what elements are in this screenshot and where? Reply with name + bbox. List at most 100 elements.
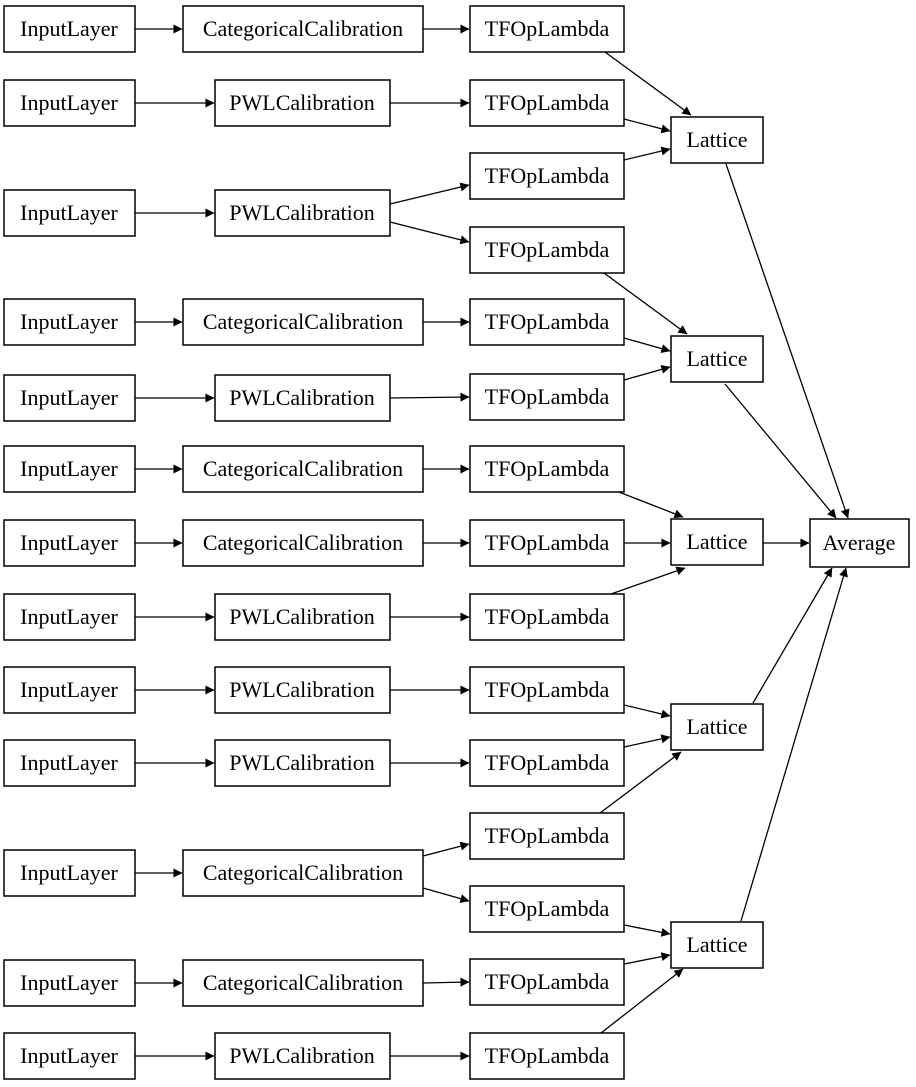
lattice-2-label: Lattice (686, 346, 747, 371)
node-pwl-calibration-2: PWLCalibration (214, 189, 391, 237)
edge-tf2-lattice1 (623, 118, 671, 134)
categorical-calibration-3-label: CategoricalCalibration (203, 456, 403, 481)
node-pwl-calibration-7: PWLCalibration (214, 1032, 391, 1080)
tf-op-lambda-2-box (469, 79, 625, 127)
input-layer-11-box (3, 849, 136, 897)
input-layer-12-box (3, 959, 136, 1007)
tf-op-lambda-9-label: TFOpLambda (485, 604, 610, 629)
tf-op-lambda-4-label: TFOpLambda (485, 237, 610, 262)
pwl-calibration-7-label: PWLCalibration (229, 1043, 374, 1068)
tf-op-lambda-15-box (469, 1032, 625, 1080)
node-pwl-calibration-5: PWLCalibration (214, 666, 391, 714)
input-layer-13-box (3, 1032, 136, 1080)
pwl-calibration-5-label: PWLCalibration (229, 677, 374, 702)
lattice-1-box (670, 116, 764, 164)
edge-lattice1-average (725, 163, 850, 519)
edge-tf13-lattice5 (623, 924, 671, 937)
categorical-calibration-2-label: CategoricalCalibration (203, 309, 403, 334)
input-layer-4-label: InputLayer (20, 309, 118, 334)
pwl-calibration-1-label: PWLCalibration (229, 90, 374, 115)
lattice-2-box (670, 335, 764, 383)
node-input-layer-4: InputLayer (3, 298, 136, 346)
node-pwl-calibration-1: PWLCalibration (214, 79, 391, 127)
tf-op-lambda-12-label: TFOpLambda (485, 823, 610, 848)
tf-op-lambda-5-box (469, 298, 625, 346)
node-pwl-calibration-6: PWLCalibration (214, 739, 391, 787)
node-input-layer-9: InputLayer (3, 666, 136, 714)
pwl-calibration-4-box (214, 593, 391, 641)
node-input-layer-3: InputLayer (3, 189, 136, 237)
input-layer-8-label: InputLayer (20, 604, 118, 629)
node-lattice-4: Lattice (670, 703, 764, 751)
input-layer-1-label: InputLayer (20, 16, 118, 41)
node-tf-op-lambda-2: TFOpLambda (469, 79, 625, 127)
node-categorical-calibration-2: CategoricalCalibration (182, 298, 424, 346)
edge-tf4-lattice2 (603, 272, 688, 335)
input-layer-7-box (3, 519, 136, 567)
tf-op-lambda-14-box (469, 958, 625, 1006)
tf-op-lambda-2-label: TFOpLambda (485, 90, 610, 115)
tf-op-lambda-10-box (469, 666, 625, 714)
node-tf-op-lambda-11: TFOpLambda (469, 739, 625, 787)
tf-op-lambda-10-label: TFOpLambda (485, 677, 610, 702)
input-layer-10-box (3, 739, 136, 787)
edge-lattice5-average (740, 567, 848, 922)
node-input-layer-5: InputLayer (3, 374, 136, 422)
pwl-calibration-6-box (214, 739, 391, 787)
node-lattice-2: Lattice (670, 335, 764, 383)
lattice-5-label: Lattice (686, 932, 747, 957)
average-label: Average (823, 530, 896, 555)
node-tf-op-lambda-15: TFOpLambda (469, 1032, 625, 1080)
categorical-calibration-6-box (182, 959, 424, 1007)
pwl-calibration-2-box (214, 189, 391, 237)
categorical-calibration-6-label: CategoricalCalibration (203, 970, 403, 995)
node-pwl-calibration-4: PWLCalibration (214, 593, 391, 641)
tf-op-lambda-8-box (469, 519, 625, 567)
node-tf-op-lambda-1: TFOpLambda (469, 5, 625, 53)
node-input-layer-10: InputLayer (3, 739, 136, 787)
pwl-calibration-1-box (214, 79, 391, 127)
node-pwl-calibration-3: PWLCalibration (214, 374, 391, 422)
input-layer-3-box (3, 189, 136, 237)
node-categorical-calibration-6: CategoricalCalibration (182, 959, 424, 1007)
input-layer-4-box (3, 298, 136, 346)
tf-op-lambda-15-label: TFOpLambda (485, 1043, 610, 1068)
edge-cal3-tf4 (389, 221, 470, 245)
edge-lattice4-average (752, 567, 833, 704)
edge-cal3-tf3 (389, 182, 470, 205)
pwl-calibration-7-box (214, 1032, 391, 1080)
categorical-calibration-5-box (182, 849, 424, 897)
node-average: Average (809, 518, 910, 568)
edge-cal11-tf13 (422, 887, 470, 904)
input-layer-12-label: InputLayer (20, 970, 118, 995)
edge-cal12-tf14 (422, 977, 470, 987)
input-layer-2-label: InputLayer (20, 90, 118, 115)
lattice-5-box (670, 921, 764, 969)
edge-cal11-tf12 (422, 841, 470, 857)
node-input-layer-13: InputLayer (3, 1032, 136, 1080)
node-tf-op-lambda-8: TFOpLambda (469, 519, 625, 567)
tf-op-lambda-7-box (469, 445, 625, 493)
edge-tf12-lattice4 (599, 751, 682, 814)
tf-op-lambda-8-label: TFOpLambda (485, 530, 610, 555)
input-layer-1-box (3, 5, 136, 53)
input-layer-6-box (3, 445, 136, 493)
tf-op-lambda-13-label: TFOpLambda (485, 896, 610, 921)
node-tf-op-lambda-7: TFOpLambda (469, 445, 625, 493)
edge-tf15-lattice5 (600, 968, 684, 1034)
pwl-calibration-6-label: PWLCalibration (229, 750, 374, 775)
node-tf-op-lambda-4: TFOpLambda (469, 226, 625, 274)
categorical-calibration-1-label: CategoricalCalibration (203, 16, 403, 41)
node-lattice-5: Lattice (670, 921, 764, 969)
node-tf-op-lambda-12: TFOpLambda (469, 812, 625, 860)
tf-op-lambda-6-box (469, 373, 625, 421)
pwl-calibration-3-label: PWLCalibration (229, 385, 374, 410)
edge-tf10-lattice4 (623, 704, 671, 719)
edge-tf6-lattice2 (623, 364, 671, 381)
average-box (809, 518, 910, 568)
node-categorical-calibration-3: CategoricalCalibration (182, 445, 424, 493)
input-layer-10-label: InputLayer (20, 750, 118, 775)
node-input-layer-1: InputLayer (3, 5, 136, 53)
